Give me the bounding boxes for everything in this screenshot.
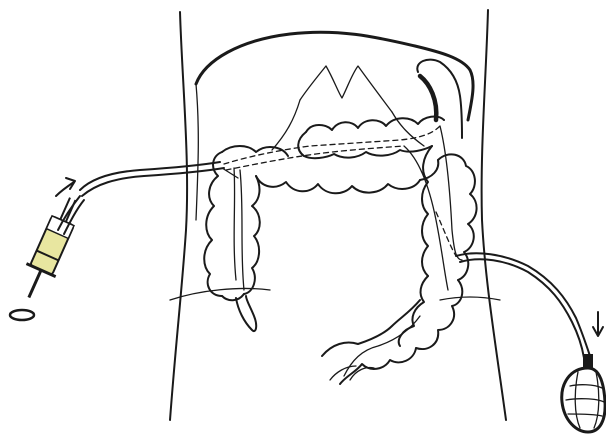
sigmoid-colon [322,276,462,384]
abdomen-outline [170,10,506,420]
drainage-bulb [562,354,605,432]
flow-arrow-in [56,182,74,196]
drainage-tube [344,212,590,380]
syringe-thumb-rest [10,310,34,320]
flow-arrows [56,178,603,336]
syringe [10,192,87,320]
ribcage [272,66,424,150]
ascending-colon [204,152,260,331]
syringe-plunger [29,270,41,297]
transverse-colon [222,117,444,194]
